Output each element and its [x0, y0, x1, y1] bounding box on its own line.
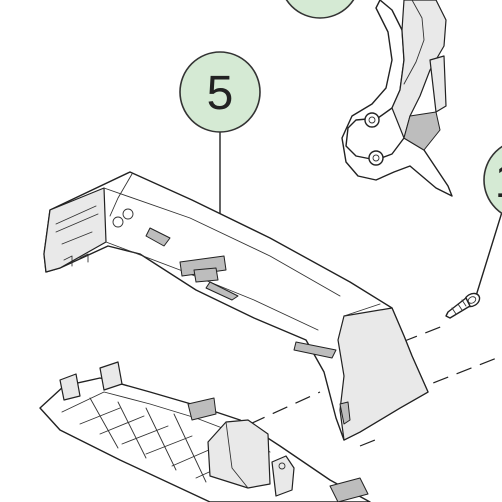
callout-top — [285, 0, 355, 19]
screw-part — [445, 292, 481, 319]
callout-5: 5 — [179, 51, 261, 219]
base-frame-part — [39, 361, 371, 502]
callout-5-label: 5 — [207, 67, 234, 120]
bracket-part — [341, 0, 453, 197]
callout-1-label: 1 — [495, 155, 502, 208]
callout-1-leader — [475, 211, 502, 297]
cover-part — [43, 171, 429, 441]
callout-1: 1 — [475, 145, 502, 297]
assembly-guides — [249, 323, 502, 447]
